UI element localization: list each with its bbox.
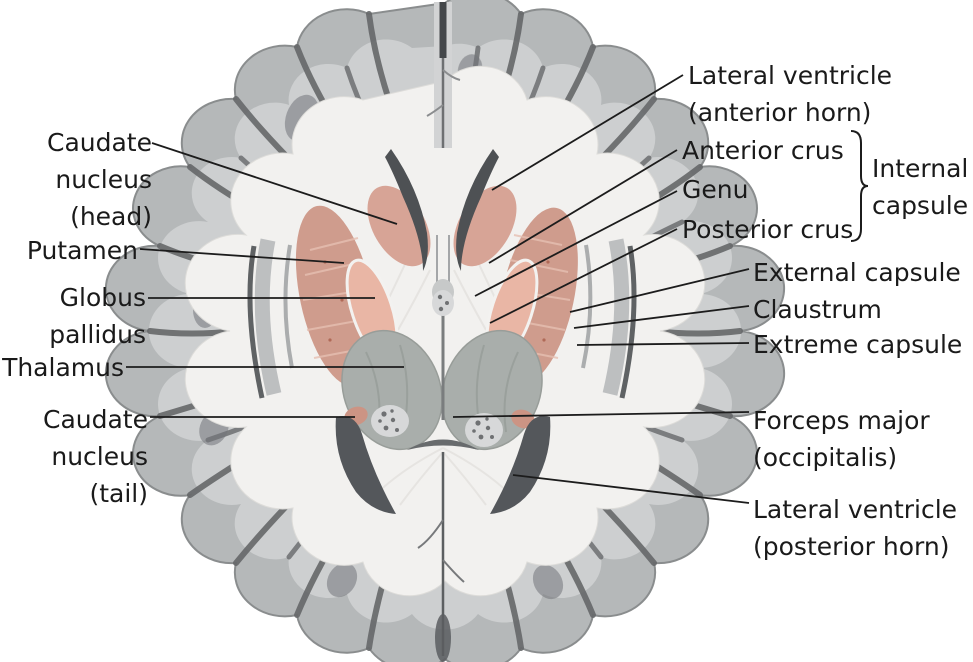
longitudinal-fissure-anterior xyxy=(426,2,461,148)
label-putamen: Putamen xyxy=(26,236,138,265)
leader-lines xyxy=(126,74,750,504)
label-genu: Genu xyxy=(682,175,749,204)
leader-line-posterior-crus xyxy=(489,228,678,324)
label-globus-pallidus: Globus pallidus xyxy=(49,283,146,349)
label-lateral-ventricle-anterior-horn: Lateral ventricle (anterior horn) xyxy=(688,61,893,127)
label-caudate-nucleus-tail: Caudate nucleus (tail) xyxy=(43,405,148,508)
longitudinal-fissure-posterior xyxy=(407,439,479,662)
insular-cortex-and-claustrum xyxy=(247,238,637,399)
label-thalamus: Thalamus xyxy=(2,353,124,382)
leader-line-claustrum xyxy=(573,305,750,329)
label-forceps-major: Forceps major (occipitalis) xyxy=(753,406,930,472)
septum-pellucidum xyxy=(436,235,450,283)
label-posterior-crus: Posterior crus xyxy=(682,215,854,244)
label-internal-capsule: Internal capsule xyxy=(872,154,969,220)
lateral-ventricle-posterior-horns xyxy=(335,416,551,514)
leader-line-forceps-major xyxy=(452,411,750,418)
claustrum-right xyxy=(581,244,593,369)
label-external-capsule: External capsule xyxy=(753,258,961,287)
internal-capsule-brace xyxy=(850,130,869,242)
leader-line-caudate-nucleus-head xyxy=(151,142,398,225)
label-anterior-crus: Anterior crus xyxy=(682,136,844,165)
label-caudate-nucleus-head: Caudate nucleus (head) xyxy=(47,128,152,231)
lateral-ventricle-anterior-horns xyxy=(385,149,499,271)
leader-line-external-capsule xyxy=(569,268,750,313)
label-extreme-capsule: Extreme capsule xyxy=(753,330,963,359)
label-lateral-ventricle-posterior-horn: Lateral ventricle (posterior horn) xyxy=(753,495,958,561)
leader-line-putamen xyxy=(139,248,345,264)
leader-line-lateral-ventricle-posterior-horn xyxy=(512,474,750,504)
leader-line-extreme-capsule xyxy=(576,342,750,346)
label-claustrum: Claustrum xyxy=(753,295,882,324)
choroid-plexus xyxy=(371,290,503,447)
leader-line-anterior-crus xyxy=(488,149,678,264)
leader-line-lateral-ventricle-anterior-horn xyxy=(491,74,684,191)
leader-line-genu xyxy=(474,190,678,297)
